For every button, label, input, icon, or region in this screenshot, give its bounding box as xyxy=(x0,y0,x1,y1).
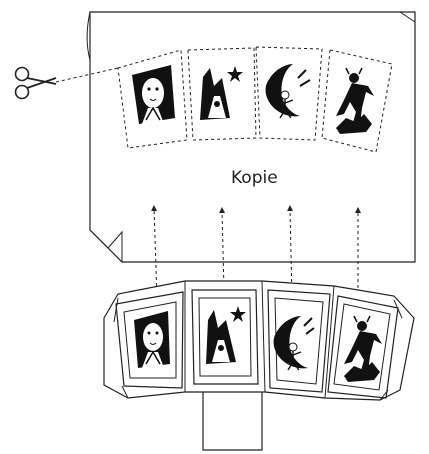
lower-card-2 xyxy=(191,289,259,385)
copy-sheet-label: Kopie xyxy=(231,168,278,188)
upper-card-3 xyxy=(255,46,323,141)
upper-card-row xyxy=(117,46,393,153)
copy-sheet xyxy=(86,11,416,263)
transfer-arrows xyxy=(151,205,361,301)
lower-card-4 xyxy=(327,295,399,399)
upper-card-1 xyxy=(117,49,188,149)
scissors-icon xyxy=(14,66,57,100)
arrow-2 xyxy=(219,207,226,291)
card-strip xyxy=(103,280,415,451)
cutting-line xyxy=(55,67,119,83)
upper-card-4 xyxy=(321,49,393,153)
bottom-flap xyxy=(202,392,263,451)
lower-card-1 xyxy=(115,291,184,389)
lower-card-3 xyxy=(267,289,331,393)
upper-card-2 xyxy=(187,47,257,141)
